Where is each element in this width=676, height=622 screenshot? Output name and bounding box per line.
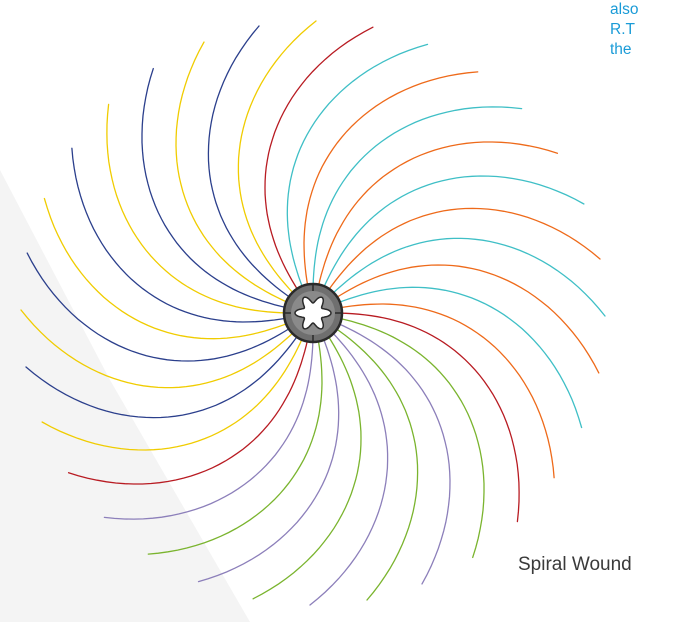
strand-yellow — [20, 309, 304, 389]
strand-purple — [103, 326, 314, 520]
strand-green — [252, 323, 362, 600]
side-text-line: the — [610, 41, 632, 58]
strand-red — [264, 26, 374, 303]
strand-green — [326, 315, 485, 559]
strand-yellow — [237, 20, 317, 304]
side-text-line: also — [610, 1, 639, 18]
strand-purple — [325, 317, 451, 585]
strand-orange — [315, 141, 559, 300]
knurled-hub-icon — [282, 282, 344, 344]
strand-orange — [323, 264, 600, 374]
strand-red — [67, 326, 311, 485]
strand-purple — [197, 325, 340, 583]
strand-yellow — [106, 103, 300, 314]
side-text-block: also R.T the — [610, 0, 638, 60]
strand-yellow — [41, 325, 309, 451]
strand-yellow — [43, 197, 301, 340]
strand-yellow — [175, 41, 301, 309]
strand-teal — [286, 43, 429, 301]
strand-teal — [322, 237, 606, 317]
strand-purple — [309, 322, 389, 606]
strand-navy — [25, 324, 306, 419]
strand-teal — [312, 106, 523, 300]
spiral-strands — [20, 20, 606, 606]
strand-navy — [141, 67, 300, 311]
strand-teal — [325, 286, 583, 429]
strand-orange — [326, 303, 555, 479]
diagram-caption: Spiral Wound — [518, 554, 632, 575]
strand-navy — [26, 252, 303, 362]
strand-orange — [320, 207, 601, 302]
strand-green — [324, 320, 419, 601]
strand-red — [326, 312, 520, 523]
strand-orange — [303, 71, 479, 300]
strand-navy — [71, 147, 300, 323]
strand-green — [147, 326, 323, 555]
strand-teal — [317, 175, 585, 301]
side-text-line: R.T — [610, 21, 635, 38]
strand-navy — [207, 25, 302, 306]
